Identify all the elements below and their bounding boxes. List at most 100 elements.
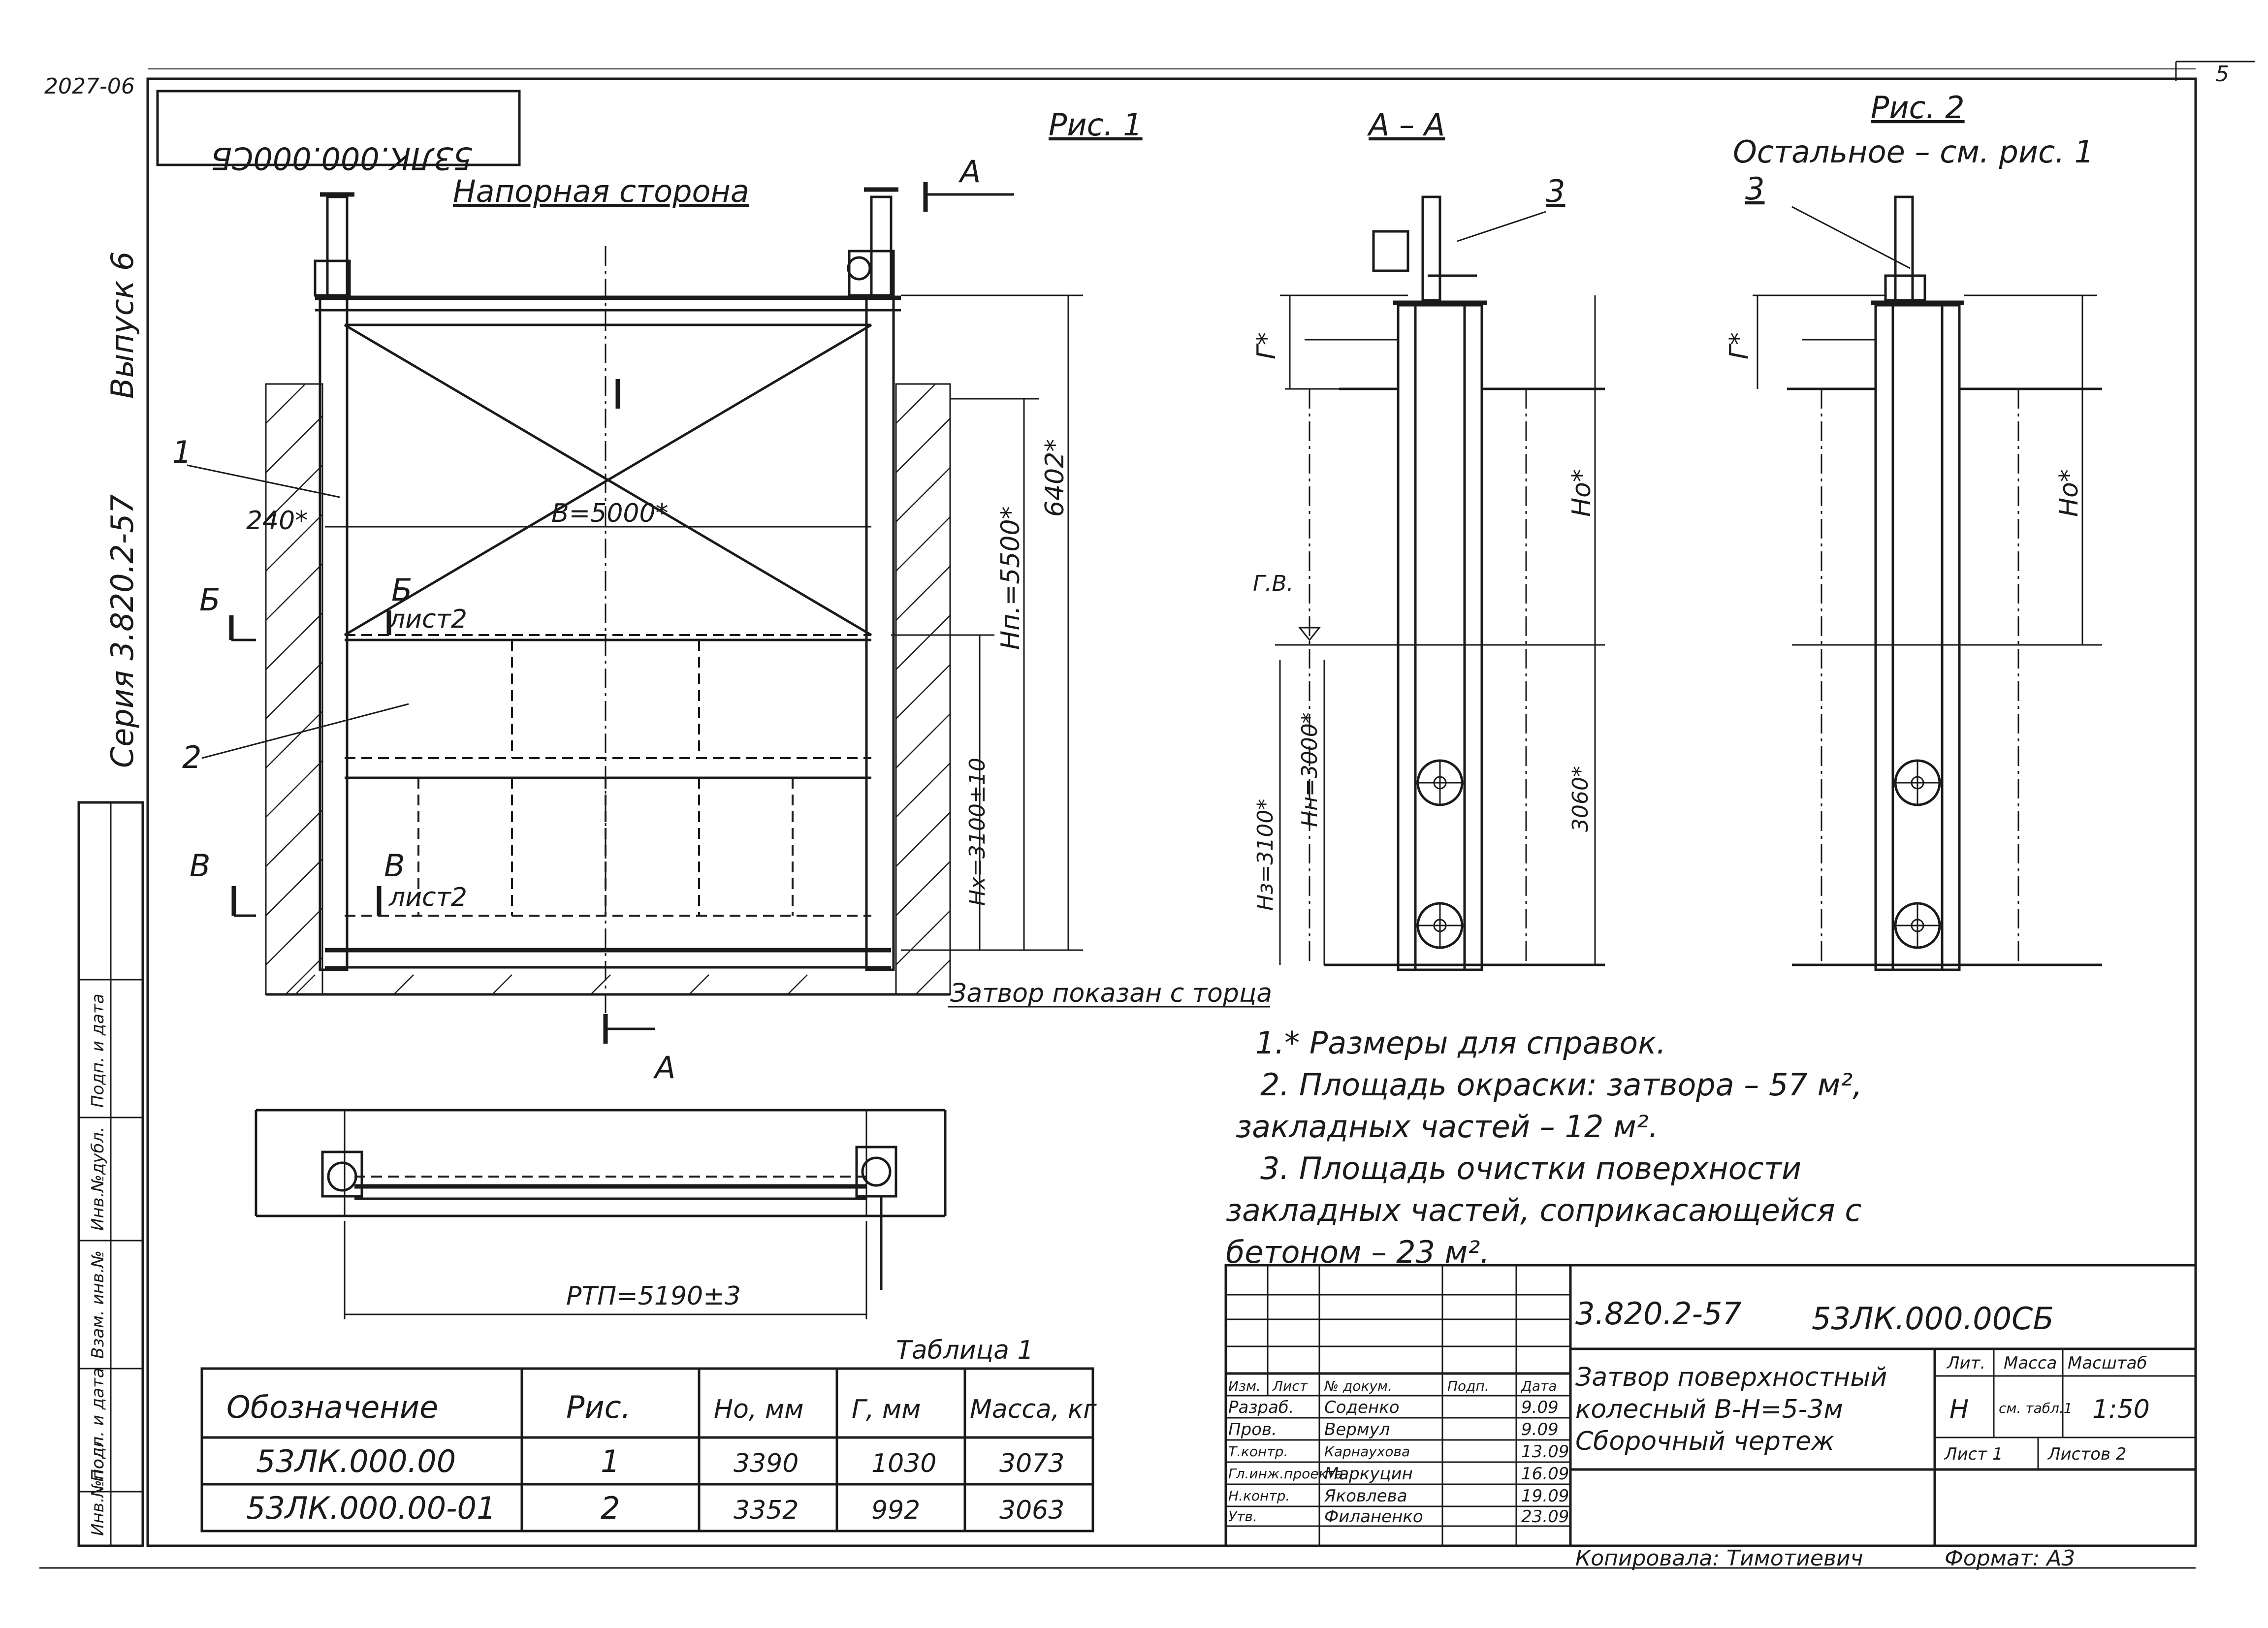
table1-r1-mass: 3073 [999,1449,1064,1478]
fig2-subtitle: Остальное – см. рис. 1 [1733,134,2094,170]
tb-scale-value: 1:50 [2092,1395,2150,1424]
code-box-text: 53ЛК.000.000СБ [211,140,473,176]
tb-role-1: Разраб. [1228,1398,1294,1417]
code-box: 53ЛК.000.000СБ [156,90,521,176]
dim-6402: 6402* [1040,439,1070,517]
table1-h-designation: Обозначение [226,1389,438,1425]
table1-r2-fig: 2 [601,1490,620,1526]
note-2: 2. Площадь окраски: затвора – 57 м², [1260,1067,1862,1103]
fig2-dim-g: Г* [1725,332,1754,359]
section-aa-dim-hn: Нн=3000* [1297,712,1322,827]
section-aa-dim-g: Г* [1252,332,1281,359]
sheet-frame [39,61,2255,1569]
hoist-left [314,192,354,297]
side-col-3: Взам. инв.№ [88,1250,108,1359]
fig1-subtitle: Напорная сторона [453,173,749,209]
tb-scale-label: Масштаб [2068,1353,2147,1373]
label-v-left: В [190,848,211,884]
tb-mass-label: Масса [2004,1353,2057,1373]
hoist-right [847,187,898,297]
fig1-title: Рис. 1 [1049,107,1143,143]
tb-name-3: Сборочный чертеж [1575,1427,1834,1456]
tb-role-2: Пров. [1228,1420,1277,1439]
tb-name-1: Затвор поверхностный [1575,1363,1887,1392]
table1-h-g: Г, мм [852,1395,921,1424]
plan-dim-rtp: РТП=5190±3 [566,1281,741,1311]
corner-code: 2027-06 [44,74,135,99]
tb-date-1: 9.09 [1521,1398,1559,1417]
tb-name-s1: Соденко [1324,1398,1400,1417]
side-stamp [77,801,144,1547]
section-markers-bv [229,610,391,917]
gate-shown-note: Затвор показан с торца [950,979,1272,1008]
tb-role-5: Н.контр. [1228,1488,1290,1504]
note-3: 3. Площадь очистки поверхности [1260,1150,1801,1186]
label-b-left: Б [199,582,221,618]
tb-name-2: колесный В-Н=5-3м [1575,1395,1843,1424]
tb-name-s5: Яковлева [1324,1486,1407,1506]
section-aa-drawing [1275,195,1605,971]
plan-view [255,1109,947,1319]
label-v-right: В [384,848,405,884]
table1-r1-designation: 53ЛК.000.00 [256,1443,456,1479]
concrete-left [265,383,323,995]
side-col-5: Подп. и дата [88,993,108,1108]
table1-h-ho: Но, мм [714,1395,803,1424]
side-col-1: Инв.№подл. [88,1431,108,1536]
tb-role-4: Гл.инж.проекта [1228,1466,1343,1482]
tb-lit-label: Лит. [1946,1353,1985,1373]
gate-frame [315,246,901,1044]
tb-col-list: Лист [1272,1378,1308,1394]
table1-r2-designation: 53ЛК.000.00-01 [246,1490,496,1526]
table1-r1-fig: 1 [601,1443,620,1479]
section-aa-title: А – А [1367,107,1445,143]
note-1: 1.* Размеры для справок. [1255,1025,1666,1061]
tb-lit-value: Н [1949,1395,1969,1424]
table1-grid [200,1367,1094,1532]
tb-name-s3: Карнаухова [1324,1443,1410,1460]
note-2b: закладных частей – 12 м². [1236,1109,1658,1145]
side-issue: Выпуск 6 [104,252,140,399]
tb-name-s2: Вермул [1324,1420,1390,1439]
tb-name-s6: Филаненко [1324,1507,1423,1527]
table1-caption: Таблица 1 [896,1336,1034,1365]
note-3b: закладных частей, соприкасающейся с [1226,1192,1861,1228]
tb-date-5: 19.09 [1521,1486,1569,1506]
tb-mass-value: см. табл.1 [1999,1400,2073,1416]
table1-r1-g: 1030 [871,1449,936,1478]
tb-role-3: Т.контр. [1228,1443,1288,1460]
tb-sheets: Листов 2 [2047,1444,2126,1464]
side-series: Серия 3.820.2-57 [104,494,140,768]
dim-width: В=5000* [551,499,669,528]
table1-r1-ho: 3390 [734,1449,799,1478]
concrete-right [895,383,951,995]
table1-r2-g: 992 [871,1496,920,1525]
tb-date-3: 13.09 [1521,1442,1569,1462]
section-a-top: А [958,154,981,190]
tb-col-izm: Изм. [1228,1378,1261,1394]
table1-r2-ho: 3352 [734,1496,799,1525]
tb-code: 53ЛК.000.00СБ [1812,1301,2054,1337]
tb-col-date: Дата [1520,1378,1557,1394]
section-aa-dim-ho: Но* [1567,469,1597,517]
sheet-ref-1: лист2 [388,605,467,634]
copied-by: Копировала: Тимотиевич [1575,1546,1863,1571]
side-col-4: Инв.№дубл. [88,1127,108,1231]
fig2-title: Рис. 2 [1871,90,1965,126]
table1-h-fig: Рис. [566,1389,631,1425]
dim-hx: Нх=3100±10 [965,758,990,906]
title-block-grid [1224,1264,2197,1547]
fig2-drawing [1753,195,2102,971]
tb-role-6: Утв. [1228,1508,1257,1525]
section-aa-gv: Г.В. [1253,571,1294,596]
fig2-callout-3: 3 [1745,171,1764,207]
label-b-right: Б [391,572,413,608]
section-aa-dim-hz: Нз=3100* [1253,799,1278,911]
concrete-floor [295,974,808,995]
fig1-dimensions [325,294,1083,951]
dim-hn: Нп.=5500* [996,506,1025,650]
tb-sheet: Лист 1 [1944,1444,2003,1464]
tb-series: 3.820.2-57 [1575,1296,1742,1332]
tb-date-2: 9.09 [1521,1420,1559,1439]
